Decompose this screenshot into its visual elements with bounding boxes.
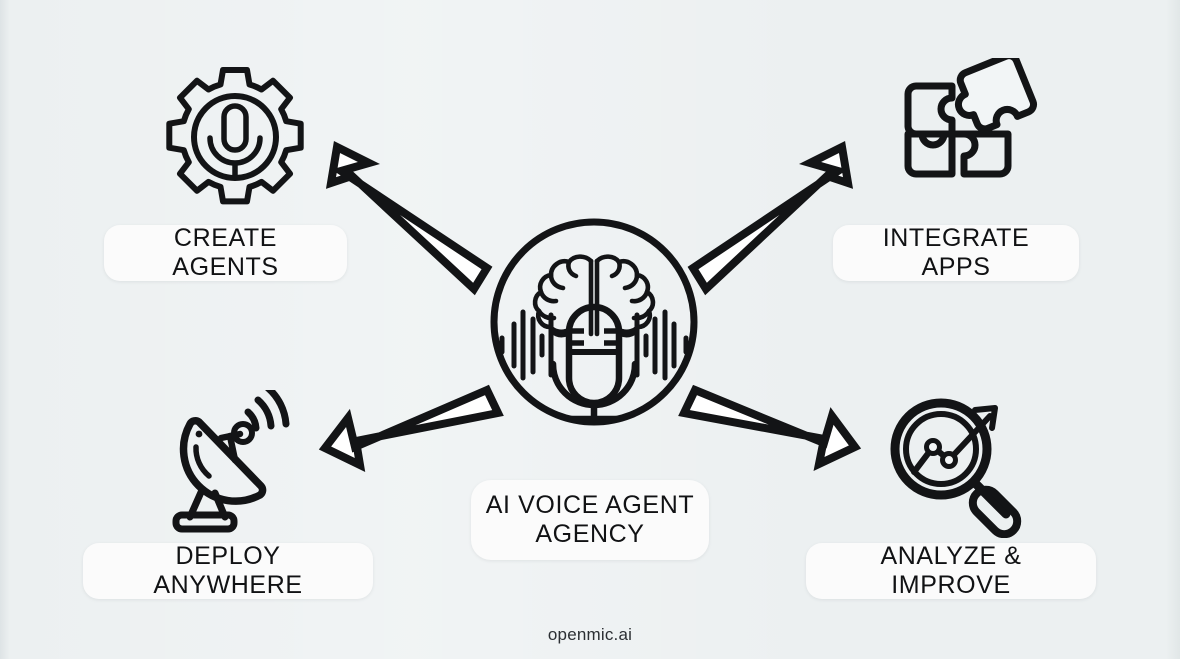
- satellite-dish-icon: [172, 384, 290, 533]
- node-icon-integrate-apps: [886, 52, 1046, 210]
- magnifier-trend-chart-icon: [890, 398, 1022, 539]
- left-edge-shading: [0, 0, 10, 659]
- node-icon-create-agents: [160, 62, 310, 212]
- node-label-integrate-apps[interactable]: INTEGRATE APPS: [833, 224, 1079, 281]
- center-hub-label[interactable]: AI VOICE AGENT AGENCY: [471, 480, 709, 560]
- brain-microphone-waveform-icon: [490, 218, 698, 426]
- waveform-left: [499, 309, 554, 381]
- right-edge-shading: [1166, 0, 1180, 659]
- arrow-to-deploy-anywhere: [318, 384, 504, 472]
- node-icon-analyze-improve: [878, 390, 1036, 539]
- node-icon-deploy-anywhere: [163, 384, 318, 538]
- center-hub: [490, 212, 698, 432]
- brand-footer: openmic.ai: [547, 625, 633, 644]
- gear-microphone-icon: [166, 67, 304, 205]
- node-label-create-agents[interactable]: CREATE AGENTS: [104, 224, 347, 281]
- node-label-analyze-improve[interactable]: ANALYZE & IMPROVE: [806, 542, 1096, 599]
- arrow-to-integrate-apps: [687, 141, 854, 296]
- puzzle-pieces-icon: [904, 52, 1037, 178]
- waveform-right: [634, 309, 689, 381]
- arrow-to-create-agents: [325, 141, 493, 296]
- arrow-to-analyze-improve: [678, 384, 862, 472]
- node-label-deploy-anywhere[interactable]: DEPLOY ANYWHERE: [83, 542, 373, 599]
